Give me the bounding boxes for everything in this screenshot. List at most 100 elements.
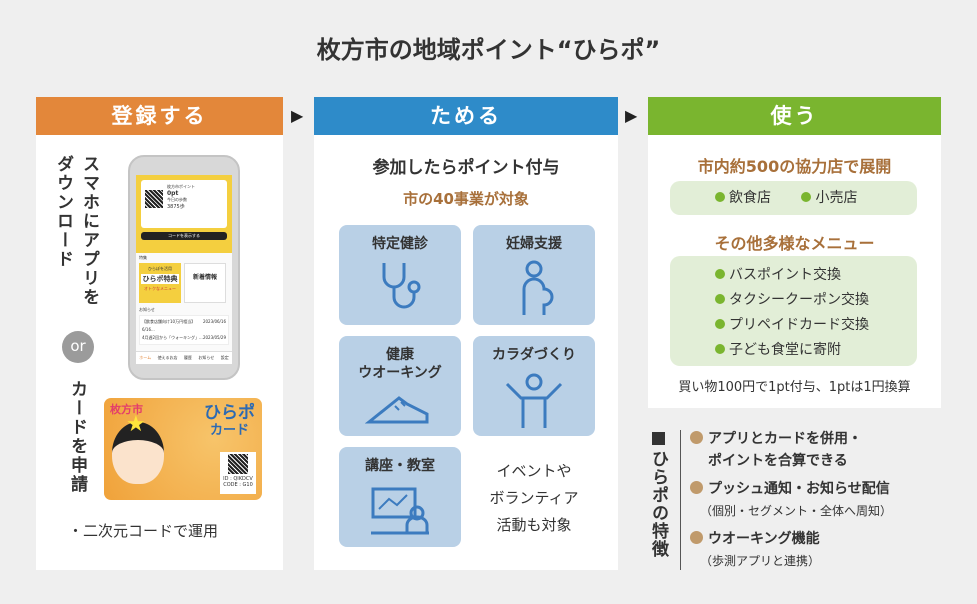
step-use-header: 使う xyxy=(648,97,941,135)
tile-health-walking: 健康 ウオーキング xyxy=(339,336,461,436)
qr-note: ・二次元コードで運用 xyxy=(68,522,219,540)
tile-body-building: カラダづくり xyxy=(473,336,595,436)
card-logo-line1: ひらポ xyxy=(204,403,255,423)
promo-tokuten[interactable]: ひらぽを活用ひらポ特典オトクなメニュー xyxy=(139,263,181,303)
bullet-icon xyxy=(715,269,725,279)
exercise-icon xyxy=(505,373,563,428)
news-date: 2023/05/29 xyxy=(202,335,226,340)
menu-item: プリペイドカード交換 xyxy=(715,313,917,338)
apply-card-text: カードを申請 xyxy=(67,380,87,494)
or-badge: or xyxy=(62,331,94,363)
special-label: 特集 xyxy=(139,255,147,260)
promo-text: ひらぽを活用 xyxy=(148,266,172,271)
tile-label: 健康 ウオーキング xyxy=(358,347,442,381)
shop-type-label: 小売店 xyxy=(815,190,858,206)
menu-box: バスポイント交換 タクシークーポン交換 プリペイドカード交換 子ども食堂に寄附 xyxy=(670,256,917,366)
shop-type: 小売店 xyxy=(801,190,857,206)
menu-item: バスポイント交換 xyxy=(715,263,917,288)
feature-title: プッシュ通知・お知らせ配信 xyxy=(708,481,890,497)
bullet-icon xyxy=(715,192,725,202)
feature-title: アプリとカードを併用・ xyxy=(708,431,862,447)
shoe-icon xyxy=(365,396,429,424)
news-label: お知らせ xyxy=(139,307,155,312)
promo-news[interactable]: 新着情報 xyxy=(184,263,226,303)
download-line1: スマホにアプリを xyxy=(79,155,99,307)
card-id: ID : QIKDCV xyxy=(223,476,253,482)
show-code-button[interactable]: コードを表示する xyxy=(141,232,227,240)
shop-type: 飲食店 xyxy=(715,190,771,206)
download-app-text: スマホにアプリをダウンロード xyxy=(50,155,102,315)
bullet-icon xyxy=(715,294,725,304)
feature-subtitle: （個別・セグメント・全体へ周知） xyxy=(700,504,893,518)
news-item[interactable]: 4月週2回から「ウォーキング」...2023/05/29 xyxy=(142,334,226,342)
menu-item-label: プリペイドカード交換 xyxy=(729,317,869,333)
bullet-icon xyxy=(690,481,703,494)
download-line2: ダウンロード xyxy=(53,155,73,269)
menu-headline: その他多様なメニュー xyxy=(714,234,875,253)
arrow-right-icon: ▶ xyxy=(291,106,304,125)
menu-item: 子ども食堂に寄附 xyxy=(715,338,917,363)
events-line: ボランティア xyxy=(489,489,579,507)
lecture-icon xyxy=(371,487,429,535)
tile-lectures: 講座・教室 xyxy=(339,447,461,547)
card-logo-line2: カード xyxy=(209,423,249,438)
news-date: 2023/06/16 xyxy=(202,319,226,324)
tile-label: 特定健診 xyxy=(372,236,428,252)
earn-headline: 参加したらポイント付与 xyxy=(372,158,560,178)
feature-title: ポイントを合算できる xyxy=(708,453,848,469)
feature-item: ウオーキング機能 （歩測アプリと連携） xyxy=(690,528,892,572)
qr-code xyxy=(145,190,163,208)
events-line: イベントや xyxy=(496,462,572,480)
qr-code xyxy=(228,454,248,474)
steps-label: 今日の歩数 xyxy=(167,197,187,202)
shop-type-label: 飲食店 xyxy=(729,190,771,206)
tab-history[interactable]: 履歴 xyxy=(183,355,192,360)
menu-item: タクシークーポン交換 xyxy=(715,288,917,313)
square-bullet-icon xyxy=(652,432,665,445)
card-logo: ひらポカード xyxy=(204,404,255,440)
phone-tab-bar: ホーム使えるお店履歴 お知らせ設定 xyxy=(136,351,232,364)
tile-pregnancy-support: 妊婦支援 xyxy=(473,225,595,325)
menu-item-label: バスポイント交換 xyxy=(729,267,841,283)
tab-shops[interactable]: 使えるお店 xyxy=(157,355,178,360)
menu-item-label: 子ども食堂に寄附 xyxy=(729,342,841,358)
news-item[interactable]: 【飲食店舗向け10万円相当】6/16... 2023/06/16 xyxy=(142,318,226,334)
news-title: 4月週2回から「ウォーキング」... xyxy=(142,335,203,340)
shop-types-box: 飲食店 小売店 xyxy=(670,181,917,215)
step-register-header: 登録する xyxy=(36,97,283,135)
events-line: 活動も対象 xyxy=(496,516,572,534)
feature-subtitle: （歩測アプリと連携） xyxy=(700,554,821,568)
feature-title: ウオーキング機能 xyxy=(708,531,820,547)
news-title: 【飲食店舗向け10万円相当】6/16... xyxy=(142,319,196,332)
tile-health-checkup: 特定健診 xyxy=(339,225,461,325)
bullet-icon xyxy=(801,192,812,202)
feature-item: アプリとカードを併用・ポイントを合算できる xyxy=(690,428,892,472)
points-conversion-note: 買い物100円で1pt付与、1ptは1円換算 xyxy=(678,380,911,395)
bullet-icon xyxy=(690,431,703,444)
events-note: イベントやボランティア活動も対象 xyxy=(473,458,595,539)
tab-home[interactable]: ホーム xyxy=(139,355,152,360)
earn-subheadline: 市の40事業が対象 xyxy=(403,190,529,208)
features-label: ひらポの特徴 xyxy=(648,450,668,558)
promo-title: ひらポ特典 xyxy=(141,274,179,284)
bullet-icon xyxy=(690,531,703,544)
tab-notice[interactable]: お知らせ xyxy=(198,355,215,360)
bullet-icon xyxy=(715,319,725,329)
tab-settings[interactable]: 設定 xyxy=(220,355,229,360)
step-earn-header: ためる xyxy=(314,97,618,135)
card-city-logo: 枚方市 xyxy=(110,403,143,416)
arrow-right-icon: ▶ xyxy=(625,106,638,125)
tile-label: 講座・教室 xyxy=(365,458,435,474)
points-label: 枚方市ポイント xyxy=(167,184,195,189)
page-title: 枚方市の地域ポイント“ひらポ” xyxy=(316,36,661,64)
tile-label: カラダづくり xyxy=(492,347,576,363)
promo-sub: オトクなメニュー xyxy=(144,286,176,291)
card-code: CODE : G10 xyxy=(223,482,253,488)
pregnant-icon xyxy=(522,260,554,315)
feature-item: プッシュ通知・お知らせ配信 （個別・セグメント・全体へ周知） xyxy=(690,478,892,522)
feature-list: アプリとカードを併用・ポイントを合算できる プッシュ通知・お知らせ配信 （個別・セ… xyxy=(690,428,892,572)
